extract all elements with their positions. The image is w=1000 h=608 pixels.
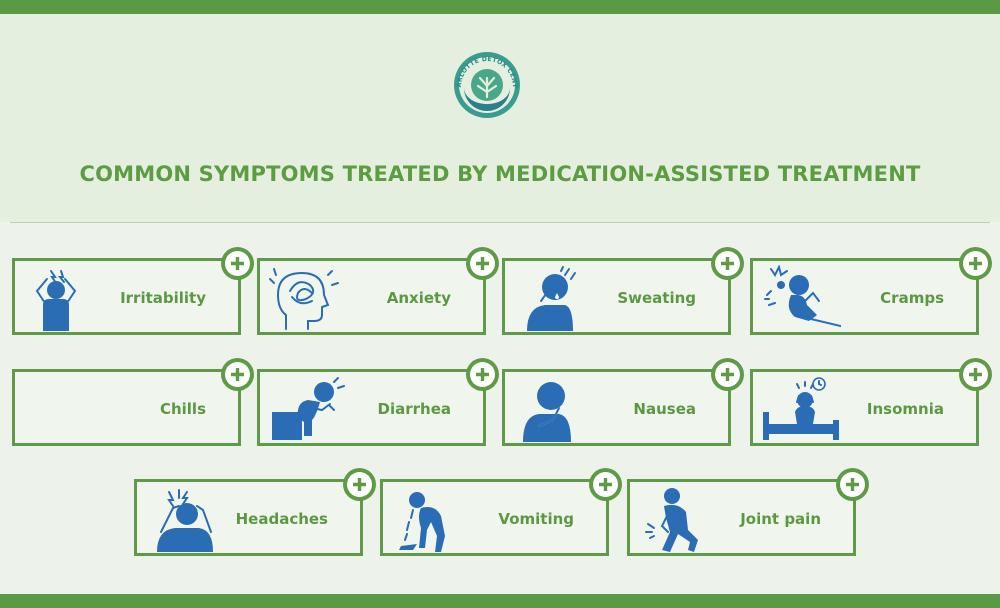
page-title: COMMON SYMPTOMS TREATED BY MEDICATION-AS… <box>79 162 921 186</box>
plus-icon <box>711 247 744 280</box>
symptom-card-vomiting: Vomiting <box>380 468 622 556</box>
symptom-label: Anxiety <box>386 289 451 307</box>
symptom-label: Insomnia <box>866 400 944 418</box>
symptom-card-chills: Chills <box>12 358 254 446</box>
symptom-label: Sweating <box>617 289 696 307</box>
plus-icon <box>711 358 744 391</box>
symptom-label: Joint pain <box>740 510 821 528</box>
top-accent-bar <box>0 0 1000 14</box>
header-divider <box>10 222 990 223</box>
symptom-card-diarrhea: Diarrhea <box>257 358 499 446</box>
symptom-card-sweating: Sweating <box>502 247 744 335</box>
anxious-head-icon <box>269 268 339 330</box>
symptom-card-headaches: Headaches <box>134 468 376 556</box>
plus-icon <box>221 358 254 391</box>
symptom-card-irritability: Irritability <box>12 247 254 335</box>
plus-icon <box>589 468 622 501</box>
symptom-card-nausea: Nausea <box>502 358 744 446</box>
headache-person-icon <box>157 489 213 552</box>
plus-icon <box>466 247 499 280</box>
cramping-person-icon <box>764 265 841 328</box>
person-on-toilet-icon <box>272 377 345 440</box>
nauseous-person-icon <box>523 382 571 442</box>
symptom-label: Diarrhea <box>377 400 451 418</box>
symptom-card-cramps: Cramps <box>750 247 992 335</box>
irritated-person-icon <box>35 270 77 331</box>
header-band <box>0 14 1000 222</box>
symptom-label: Nausea <box>633 400 696 418</box>
plus-icon <box>343 468 376 501</box>
symptom-label: Headaches <box>235 510 328 528</box>
symptom-label: Irritability <box>120 289 206 307</box>
vomiting-person-icon <box>399 492 445 552</box>
symptom-label: Cramps <box>880 289 944 307</box>
symptom-card-insomnia: Insomnia <box>750 358 992 446</box>
symptom-label: Chills <box>159 400 206 418</box>
symptom-card-joint-pain: Joint pain <box>627 468 869 556</box>
plus-icon <box>466 358 499 391</box>
plus-icon <box>836 468 869 501</box>
plus-icon <box>221 247 254 280</box>
plus-icon <box>959 247 992 280</box>
joint-pain-person-icon <box>645 488 698 552</box>
sweating-person-icon <box>527 266 576 331</box>
plus-icon <box>959 358 992 391</box>
symptom-label: Vomiting <box>498 510 574 528</box>
bottom-accent-bar <box>0 594 1000 608</box>
charlotte-detox-center-logo: CHARLOTTE DETOX CENTER <box>452 50 520 118</box>
symptom-card-anxiety: Anxiety <box>257 247 499 335</box>
sleepless-person-icon <box>763 377 839 440</box>
